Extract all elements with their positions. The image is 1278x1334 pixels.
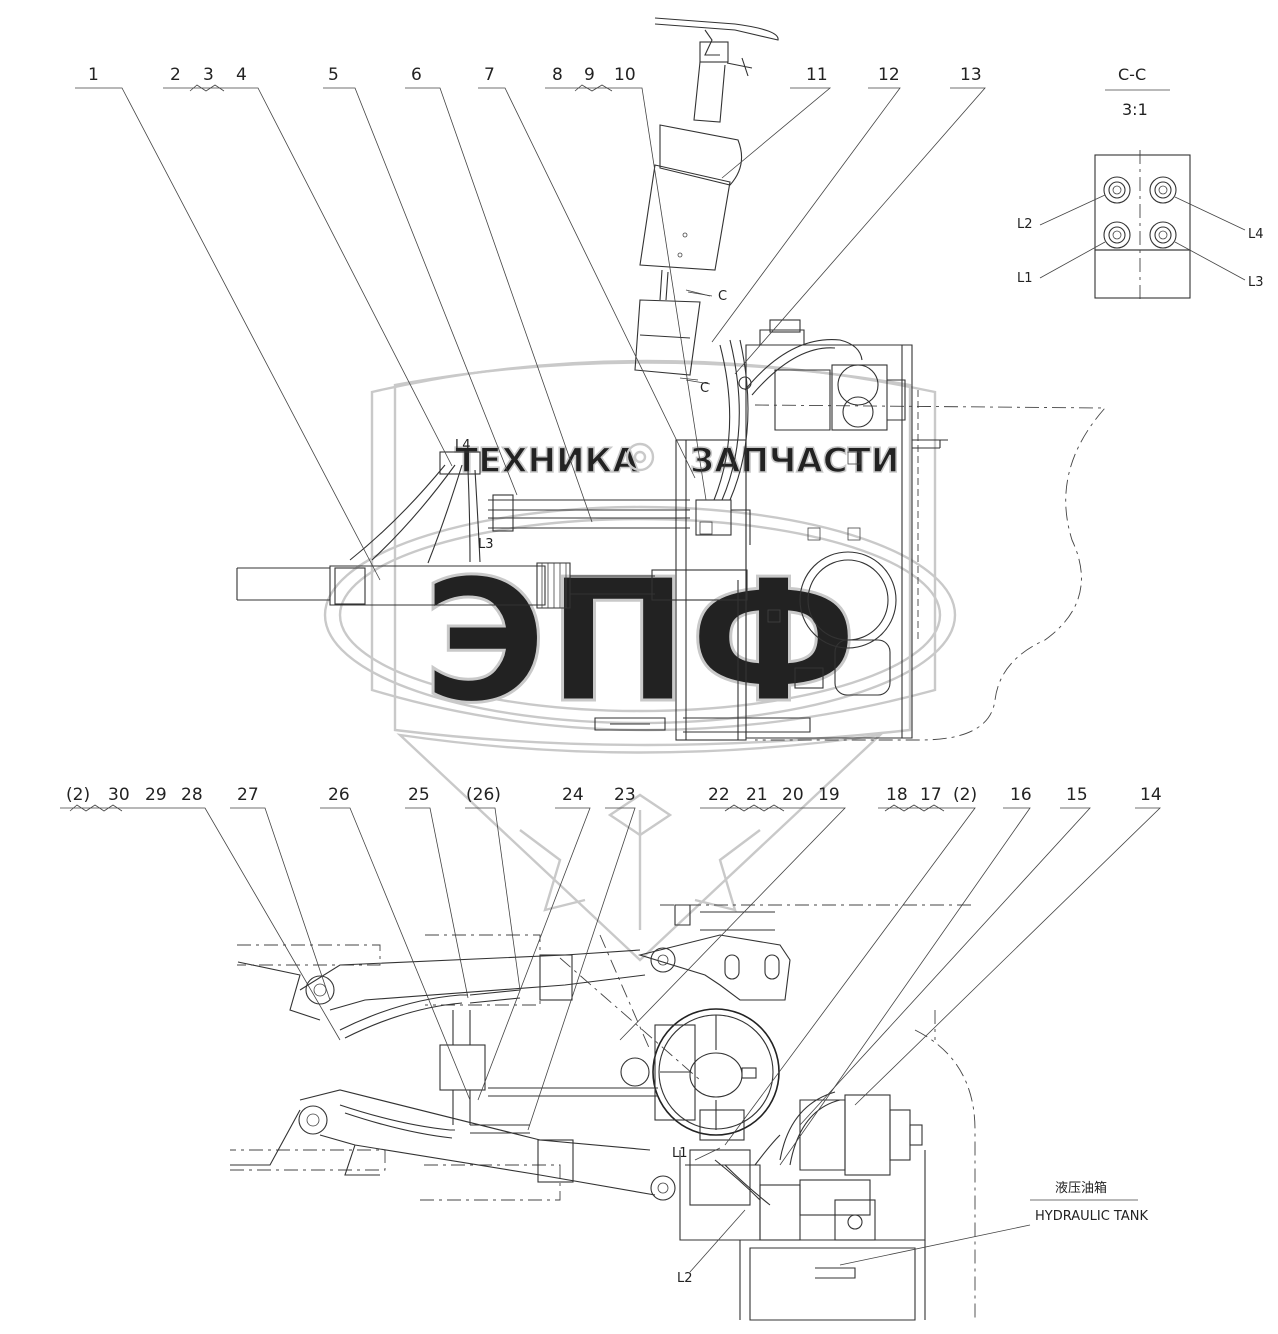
callout-12: 12 [878, 65, 900, 85]
callout-30: 30 [108, 785, 130, 805]
callout-25: 25 [408, 785, 430, 805]
callout-6: 6 [411, 65, 422, 85]
callout-13: 13 [960, 65, 982, 85]
callout-18: 18 [886, 785, 908, 805]
callout-7: 7 [484, 65, 495, 85]
section-mark-c-lower: C [700, 381, 709, 396]
callout-22: 22 [708, 785, 730, 805]
watermark-text-1: ТЕХНИКА [455, 441, 639, 481]
callout-9: 9 [584, 65, 595, 85]
gear-icon [625, 442, 655, 472]
callout-10: 10 [614, 65, 636, 85]
steering-column-top [634, 17, 779, 385]
callout-21: 21 [746, 785, 768, 805]
callout-26: 26 [328, 785, 350, 805]
callout-19: 19 [818, 785, 840, 805]
hydraulic-tank-bottom [679, 1010, 976, 1321]
watermark-text-2: ЗАПЧАСТИ [690, 441, 899, 481]
callout-24: 24 [562, 785, 584, 805]
callout-17: 17 [920, 785, 942, 805]
callout-5: 5 [328, 65, 339, 85]
callout-29: 29 [145, 785, 167, 805]
bottom-view-body [230, 904, 975, 1201]
callout-2: 2 [170, 65, 181, 85]
bottom-port-l1: L1 [672, 1146, 688, 1161]
steering-wheel-bottom [488, 1008, 780, 1141]
callout-15: 15 [1066, 785, 1088, 805]
callout-1: 1 [88, 65, 99, 85]
section-port-l4: L4 [1248, 227, 1264, 242]
section-port-l2: L2 [1017, 217, 1033, 232]
callout-3: 3 [203, 65, 214, 85]
section-c-c-detail: C-C 3:1 [1039, 65, 1246, 300]
callout-28: 28 [181, 785, 203, 805]
callout-27: 27 [237, 785, 259, 805]
callout-b-2b: (2) [953, 785, 977, 805]
port-label-l4-top: L4 [455, 438, 471, 453]
tank-label: HYDRAULIC TANK [1035, 1209, 1148, 1224]
callout-16: 16 [1010, 785, 1032, 805]
port-label-l3: L3 [478, 537, 494, 552]
top-callout-leaders [75, 84, 986, 581]
callout-20: 20 [782, 785, 804, 805]
watermark-logo: ЭПФ [422, 543, 858, 741]
section-scale: 3:1 [1122, 100, 1148, 119]
hoses-bottom [339, 989, 841, 1206]
watermark: ТЕХНИКА ЗАПЧАСТИ ЭПФ [323, 359, 957, 962]
section-port-l1: L1 [1017, 271, 1033, 286]
section-mark-c-upper: C [718, 289, 727, 304]
callout-b-2a: (2) [66, 785, 90, 805]
tank-label-cn: 液压油箱 [1055, 1180, 1107, 1196]
callout-11: 11 [806, 65, 828, 85]
hoses-top [349, 339, 863, 564]
callout-4: 4 [236, 65, 247, 85]
top-view-body [236, 319, 1106, 741]
section-port-l3: L3 [1248, 275, 1264, 290]
callout-14: 14 [1140, 785, 1162, 805]
callout-b-26: (26) [466, 785, 501, 805]
bottom-port-l2: L2 [677, 1271, 693, 1286]
bottom-callout-leaders [60, 804, 1161, 1273]
section-name: C-C [1118, 65, 1146, 84]
callout-8: 8 [552, 65, 563, 85]
callout-23: 23 [614, 785, 636, 805]
